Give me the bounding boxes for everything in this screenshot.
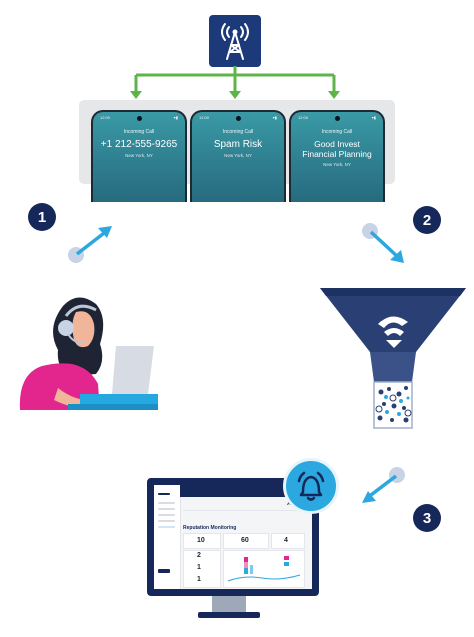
camera-notch <box>235 116 241 121</box>
phone-tray: 12:00 ▾▮ Incoming Call +1 212-555-9265 Ne… <box>79 100 395 202</box>
caller-id: +1 212-555-9265 <box>100 139 178 150</box>
caller-location: New York, NY <box>125 153 153 158</box>
status-time: 12:00 <box>100 115 111 120</box>
signal-icon: ▾▮ <box>173 115 178 120</box>
step-badge-2: 2 <box>413 206 441 234</box>
stat-value: 1 <box>197 576 201 583</box>
stat-value: 1 <box>197 564 201 571</box>
camera-notch <box>136 116 142 121</box>
dashboard-sidebar <box>154 485 181 589</box>
signal-icon: ▾▮ <box>371 115 376 120</box>
caller-id: Spam Risk <box>213 139 263 150</box>
bell-icon <box>283 458 339 514</box>
monitor-icon: Reputation Monitoring 10 60 4 2 1 1 AFFI… <box>147 478 319 596</box>
cell-tower-icon <box>209 15 261 67</box>
caller-id: Good Invest Financial Planning <box>302 139 372 159</box>
signal-icon: ▾▮ <box>272 115 277 120</box>
step-badge-3: 3 <box>413 504 441 532</box>
monitor-stand <box>212 596 246 614</box>
dashboard-title: Reputation Monitoring <box>183 525 237 531</box>
flow-arrow-1 <box>68 226 112 263</box>
phone-card: 12:00 ▾▮ Incoming Call +1 212-555-9265 Ne… <box>91 110 187 202</box>
stat-value: 10 <box>197 537 205 544</box>
incoming-label: Incoming Call <box>123 129 155 135</box>
step-badge-1: 1 <box>28 203 56 231</box>
phone-card: 12:00 ▾▮ Incoming Call Good Invest Financ… <box>289 110 385 202</box>
funnel-icon <box>320 288 466 429</box>
phone-card: 12:00 ▾▮ Incoming Call Spam Risk New York… <box>190 110 286 202</box>
status-time: 12:00 <box>298 115 309 120</box>
dashboard-main: Reputation Monitoring 10 60 4 2 1 1 <box>183 499 309 588</box>
dashboard-header <box>180 485 312 497</box>
flow-arrow-3 <box>362 467 405 503</box>
stat-value: 2 <box>197 552 201 559</box>
incoming-label: Incoming Call <box>321 129 353 135</box>
stat-value: 4 <box>284 537 288 544</box>
caller-location: New York, NY <box>323 162 351 167</box>
call-agent-illustration <box>19 297 158 410</box>
camera-notch <box>334 116 340 121</box>
status-time: 12:00 <box>199 115 210 120</box>
incoming-label: Incoming Call <box>222 129 254 135</box>
distribution-arrows <box>130 66 340 99</box>
stat-value: 60 <box>241 537 249 544</box>
monitor-base <box>198 612 260 618</box>
chart-panel <box>223 550 305 588</box>
caller-location: New York, NY <box>224 153 252 158</box>
flow-arrow-2 <box>362 223 404 263</box>
